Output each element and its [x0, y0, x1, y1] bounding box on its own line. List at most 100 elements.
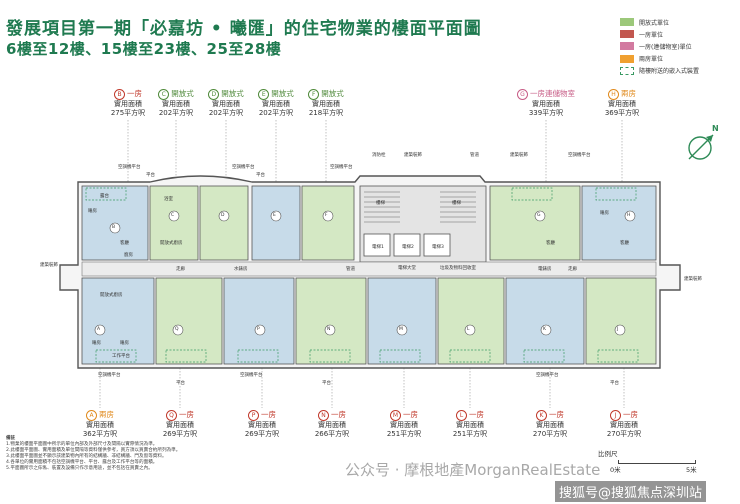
unit-letter: C: [158, 89, 170, 100]
notes-heading: 備註: [6, 436, 16, 441]
corridor: [81, 261, 657, 277]
balcony: [595, 187, 637, 201]
area-caption: 實用面積: [212, 100, 240, 108]
balcony: [449, 349, 491, 363]
unit-k-block: [505, 277, 585, 365]
unit-area: 269平方呎: [162, 429, 198, 438]
legend-label: 開放式單位: [639, 19, 670, 27]
unit-letter: F: [308, 89, 320, 100]
balcony: [237, 349, 279, 363]
legend-label: 隨樓附送的嵌入式裝置: [639, 68, 700, 76]
unit-type: 一房: [127, 89, 142, 98]
unit-type: 開放式: [221, 89, 244, 98]
balcony: [379, 349, 421, 363]
legend-swatch-1br-storage: [620, 42, 634, 51]
unit-h-block: [581, 185, 657, 261]
unit-type: 一房連儲物室: [530, 89, 575, 98]
area-caption: 實用面積: [456, 421, 484, 429]
stair-treads: [364, 191, 476, 223]
legend-item-2br: 兩房單位: [620, 53, 699, 65]
watermark-wechat: 公众号 · 摩根地產MorganRealEstate: [345, 461, 601, 479]
unit-n-block: [295, 277, 367, 365]
unit-letter: B: [114, 89, 125, 100]
area-caption: 實用面積: [532, 100, 560, 108]
unit-type: 一房: [179, 410, 194, 419]
balcony: [597, 349, 639, 363]
unit-area: 269平方呎: [244, 429, 280, 438]
lift-2: [393, 233, 421, 257]
unit-g-block: [489, 185, 581, 261]
unit-area: 270平方呎: [532, 429, 568, 438]
scale-bar: 比例尺 0米 5米: [598, 448, 698, 474]
unit-area: 339平方呎: [528, 108, 564, 117]
area-caption: 實用面積: [608, 100, 636, 108]
legend-item-1br-storage: 一房(連儲物室)單位: [620, 40, 699, 52]
notes: 備註 1.物業的樓面平面圖中所示的單位內部及外部尺寸及間隔以實際情況為準。 2.…: [6, 436, 446, 472]
unit-letter: P: [248, 410, 259, 421]
balcony: [309, 349, 351, 363]
legend-swatch-2br: [620, 54, 634, 63]
unit-letter: H: [608, 89, 619, 100]
page-title: 發展項目第一期「必嘉坊 • 曦匯」的住宅物業的樓面平面圖: [6, 19, 482, 39]
compass-icon: [688, 134, 714, 160]
area-caption: 實用面積: [166, 421, 194, 429]
area-caption: 實用面積: [262, 100, 290, 108]
legend-item-1br: 一房單位: [620, 28, 699, 40]
legend-label: 一房單位: [639, 31, 664, 39]
legend-swatch-1br: [620, 30, 634, 39]
unit-p-block: [223, 277, 295, 365]
note-line: 1.物業的樓面平面圖中所示的單位內部及外部尺寸及間隔以實際情況為準。: [6, 442, 158, 447]
area-caption: 實用面積: [610, 421, 638, 429]
unit-type: 一房: [331, 410, 346, 419]
balconies: [85, 187, 639, 363]
legend-item-studio: 開放式單位: [620, 16, 699, 28]
unit-c-block: [149, 185, 199, 261]
note-line: 2.此樓面平面圖、實用面積及單位間隔等資料僅供參考，買方須以買賣合約所列為準。: [6, 448, 181, 453]
unit-type: 開放式: [171, 89, 194, 98]
legend-label: 一房(連儲物室)單位: [639, 43, 692, 51]
unit-letter: Q: [166, 410, 177, 421]
unit-type: 一房: [469, 410, 484, 419]
balcony: [511, 187, 553, 201]
unit-letter: L: [456, 410, 467, 421]
unit-l-block: [437, 277, 505, 365]
unit-area: 266平方呎: [314, 429, 350, 438]
lift-1: [363, 233, 391, 257]
unit-letter: G: [517, 89, 528, 100]
area-caption: 實用面積: [162, 100, 190, 108]
unit-type: 一房: [623, 410, 638, 419]
unit-j-block: [585, 277, 657, 365]
unit-letter: D: [208, 89, 220, 100]
legend-swatch-studio: [620, 18, 634, 27]
unit-type: 兩房: [99, 410, 114, 419]
unit-type: 開放式: [271, 89, 294, 98]
scale-label: 比例尺: [598, 450, 618, 458]
unit-type: 一房: [403, 410, 418, 419]
unit-letter: J: [610, 410, 621, 421]
unit-f-block: [301, 185, 355, 261]
unit-area: 202平方呎: [208, 108, 244, 117]
unit-letter: A: [86, 410, 97, 421]
unit-area: 275平方呎: [110, 108, 146, 117]
balcony: [165, 349, 207, 363]
area-caption: 實用面積: [536, 421, 564, 429]
balcony: [85, 187, 127, 201]
top-row-units: [81, 185, 657, 261]
unit-type: 一房: [261, 410, 276, 419]
label-leader-lines: [99, 120, 625, 408]
note-line: 4.各單位的實用面積不包括空調機平台、平台、露台及工作平台等的面積。: [6, 460, 158, 465]
area-caption: 實用面積: [248, 421, 276, 429]
area-caption: 實用面積: [312, 100, 340, 108]
core: [359, 185, 487, 263]
